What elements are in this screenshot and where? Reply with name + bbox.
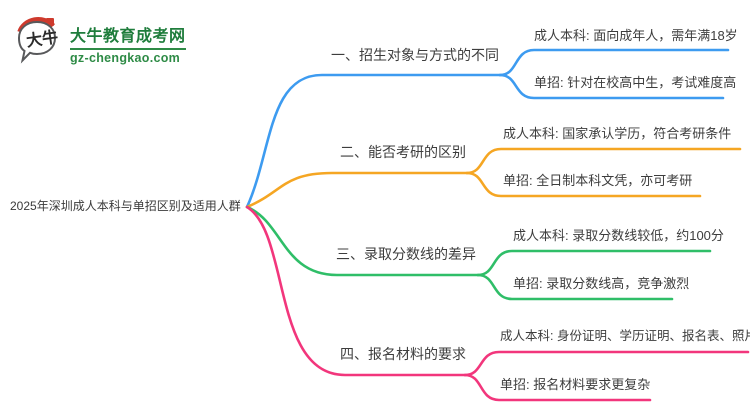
branch-2-leaf-2: 单招: 全日制本科文凭，亦可考研 <box>503 173 693 188</box>
daniu-speech-bubble-icon: 大牛 <box>17 16 59 64</box>
branch-1-leaf-1-line <box>498 48 730 77</box>
branch-2-leaf-1-line <box>465 147 742 175</box>
branch-2-trunk-line <box>245 171 469 209</box>
branch-4-leaf-2-line <box>463 373 652 402</box>
branch-2-leaf-2-line <box>465 171 702 198</box>
branch-2-leaf-1: 成人本科: 国家承认学历，符合考研条件 <box>503 126 732 141</box>
branch-3-leaf-1: 成人本科: 录取分数线较低，约100分 <box>513 228 724 243</box>
branch-4-leaf-2: 单招: 报名材料要求更复杂 <box>500 377 651 392</box>
branch-3-label: 三、录取分数线的差异 <box>336 246 476 262</box>
site-logo: 大牛 大牛教育成考网 gz-chengkao.com <box>12 14 186 68</box>
root-topic: 2025年深圳成人本科与单招区别及适用人群 <box>10 199 241 213</box>
logo-title: 大牛教育成考网 <box>70 28 186 45</box>
branch-1-leaf-2-line <box>498 73 725 100</box>
logo-text-block: 大牛教育成考网 gz-chengkao.com <box>70 22 186 65</box>
branch-1-label: 一、招生对象与方式的不同 <box>331 47 499 63</box>
branch-1-trunk-line <box>245 73 502 209</box>
branch-2-label: 二、能否考研的区别 <box>340 144 466 160</box>
branch-3-leaf-1-line <box>476 249 712 277</box>
branch-3-leaf-2-line <box>476 273 674 301</box>
logo-divider <box>70 48 186 50</box>
logo-domain: gz-chengkao.com <box>70 51 181 65</box>
branch-1-leaf-1: 成人本科: 面向成年人，需年满18岁 <box>534 28 738 43</box>
svg-text:大牛: 大牛 <box>25 27 59 50</box>
branch-4-leaf-1-line <box>463 350 750 377</box>
branch-1-leaf-2: 单招: 针对在校高中生，考试难度高 <box>534 75 737 90</box>
branch-4-label: 四、报名材料的要求 <box>340 346 466 362</box>
branch-3-trunk-line <box>245 205 480 277</box>
branch-4-trunk-line <box>245 205 467 377</box>
branch-3-leaf-2: 单招: 录取分数线高，竞争激烈 <box>513 276 690 291</box>
branch-4-leaf-1: 成人本科: 身份证明、学历证明、报名表、照片 <box>500 329 750 343</box>
